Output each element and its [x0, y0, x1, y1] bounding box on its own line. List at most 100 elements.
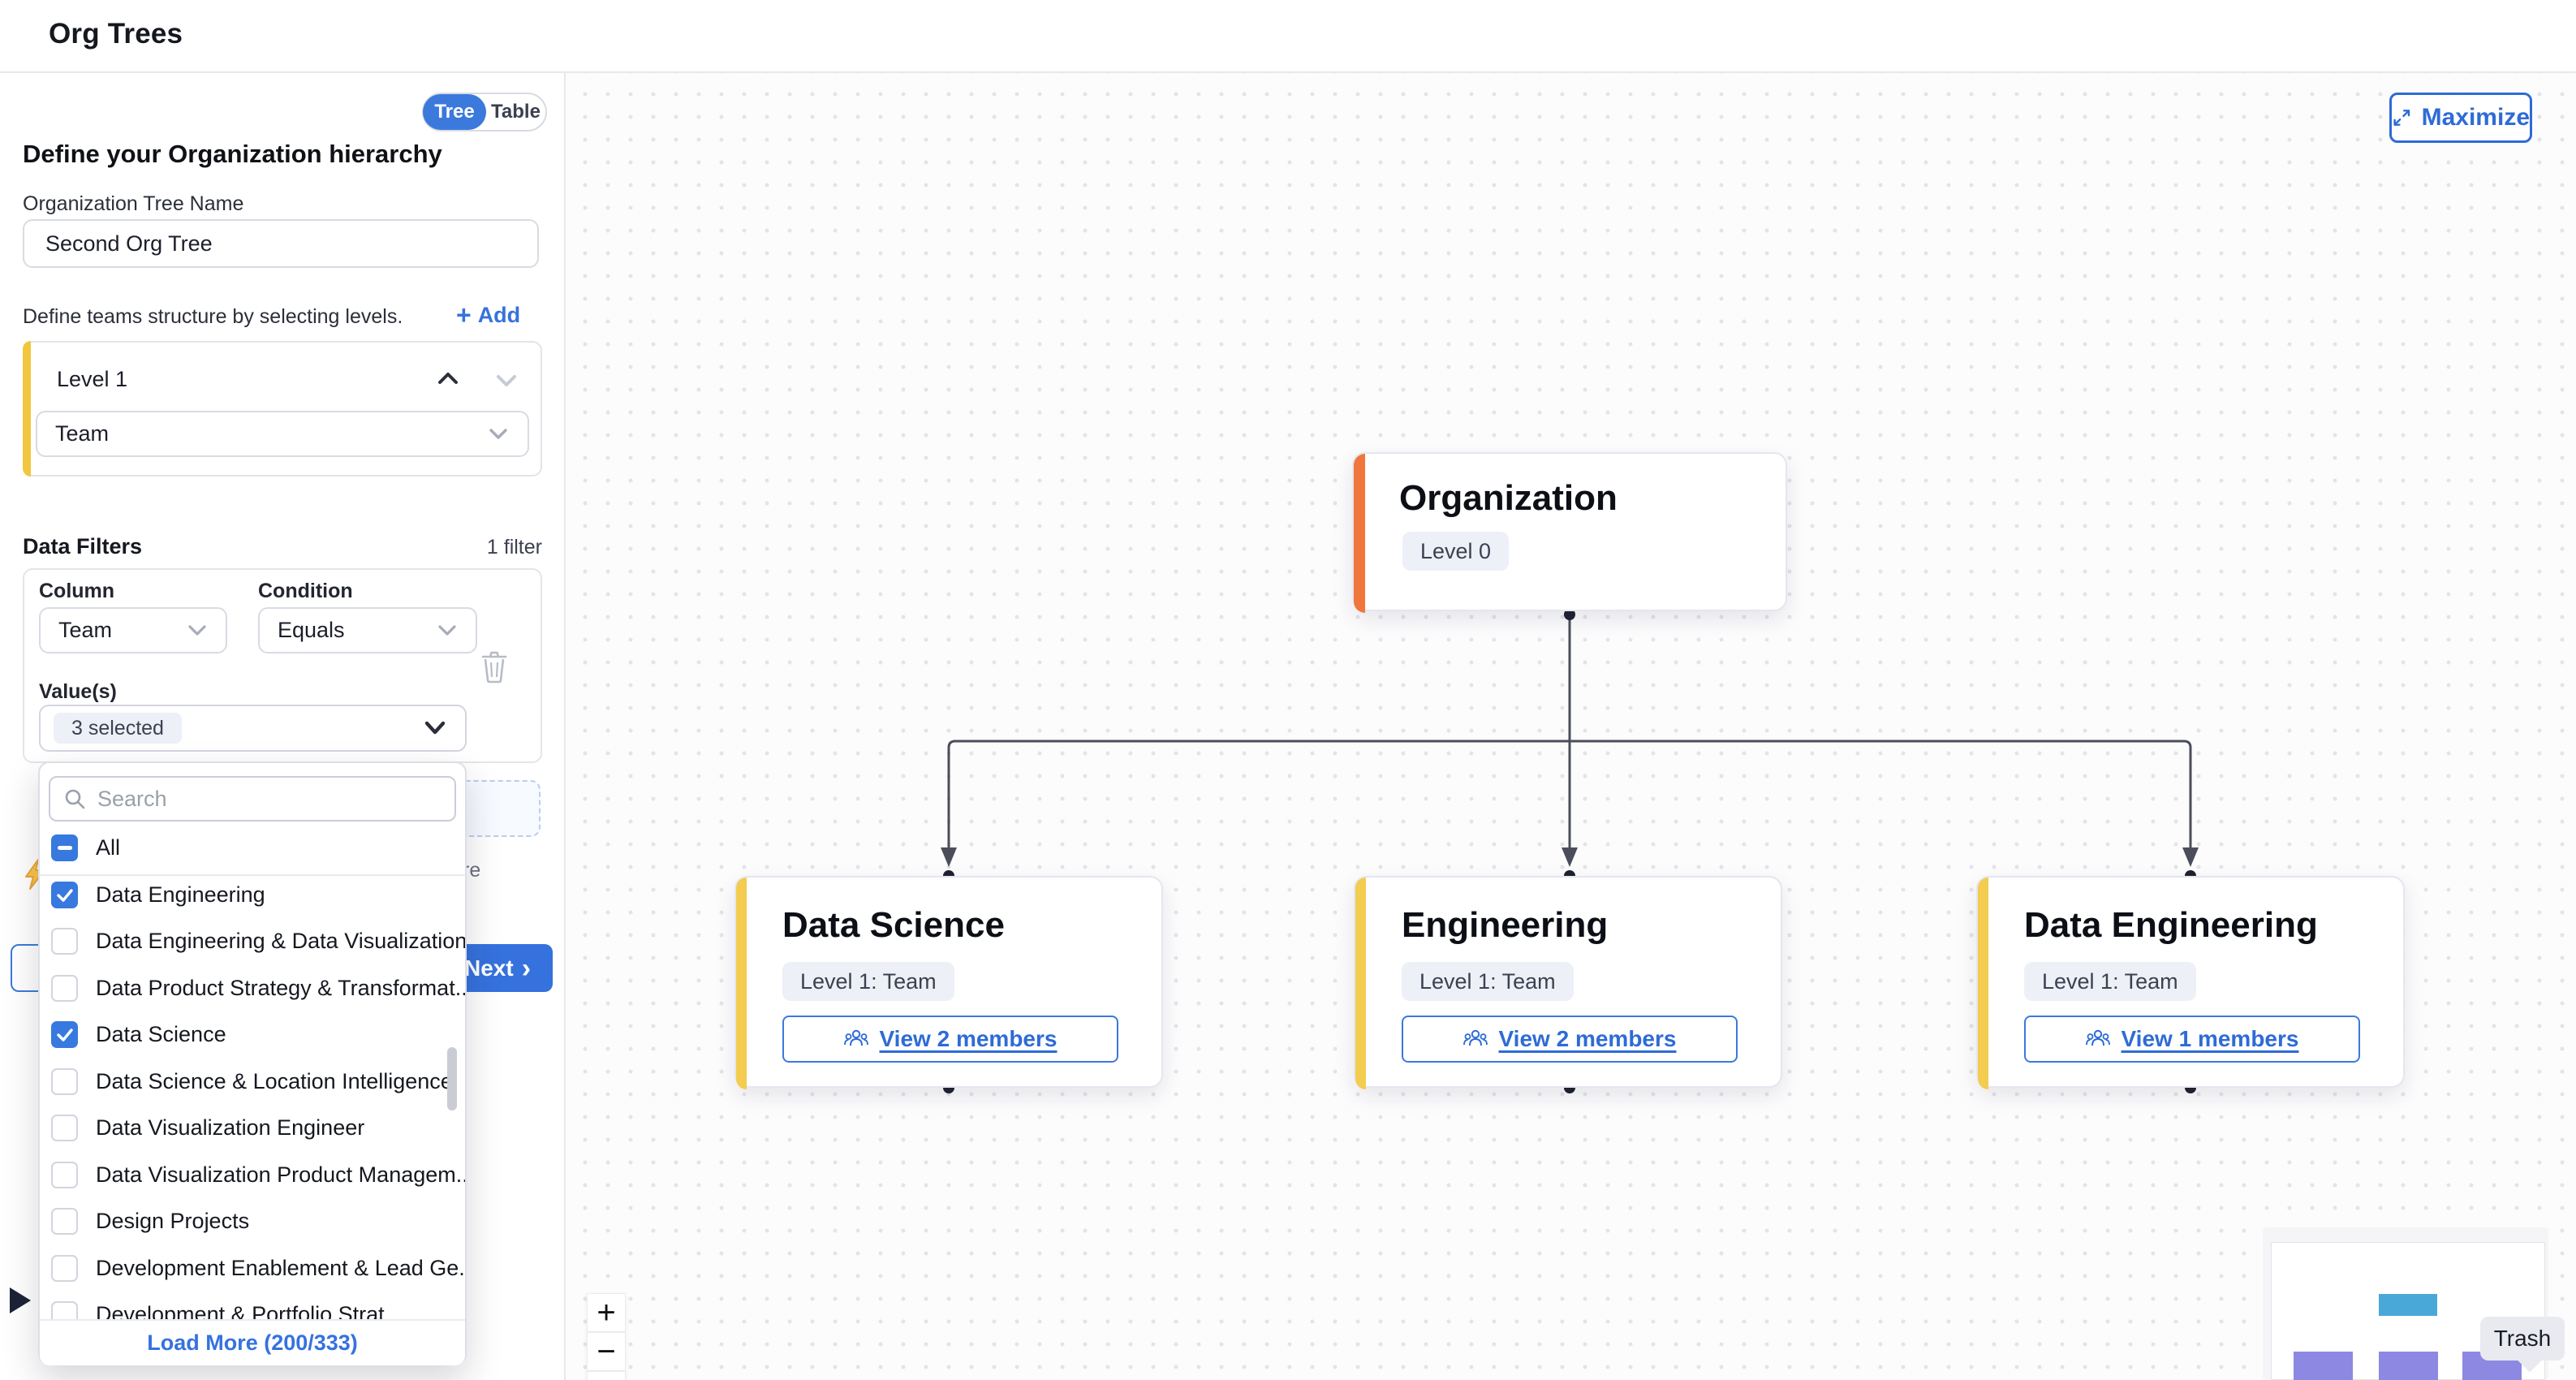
maximize-button[interactable]: Maximize	[2389, 93, 2532, 143]
load-more-label: Load More (200/333)	[147, 1330, 358, 1355]
view-members-button[interactable]: View 2 members	[1402, 1016, 1738, 1063]
dropdown-option[interactable]: Data Product Strategy & Transformat...	[51, 975, 465, 1002]
node-accent-bar	[1978, 878, 1988, 1089]
unchecked-checkbox-icon[interactable]	[51, 1301, 78, 1319]
dropdown-option[interactable]: Data Visualization Engineer	[51, 1115, 364, 1141]
delete-filter-trash-icon[interactable]	[479, 649, 510, 684]
dropdown-option[interactable]: Data Science & Location Intelligence	[51, 1068, 453, 1095]
node-title: Organization	[1399, 478, 1618, 518]
tree-edges	[941, 609, 2199, 1093]
unchecked-checkbox-icon[interactable]	[51, 928, 78, 955]
level-accent-bar	[23, 341, 31, 477]
option-label: Data Engineering & Data Visualization	[96, 929, 465, 953]
move-level-down-icon[interactable]	[493, 372, 519, 390]
page-title: Org Trees	[49, 18, 183, 50]
dropdown-option[interactable]: Data Engineering & Data Visualization	[51, 928, 465, 955]
filter-column-select[interactable]: Team	[39, 607, 227, 653]
toggle-table-option[interactable]: Table	[491, 101, 541, 123]
view-members-label: View 2 members	[879, 1026, 1058, 1051]
selected-count-chip: 3 selected	[54, 713, 182, 744]
filter-condition-value: Equals	[278, 618, 345, 642]
dropdown-option[interactable]: Development & Portfolio Strat...	[51, 1301, 403, 1319]
values-label: Value(s)	[39, 680, 117, 703]
option-label: Development & Portfolio Strat...	[96, 1302, 403, 1319]
members-icon	[843, 1029, 868, 1046]
node-title: Data Science	[782, 905, 1005, 945]
option-label: Design Projects	[96, 1209, 250, 1233]
chevron-down-icon	[424, 721, 446, 735]
org-node-data-science[interactable]: Data Science Level 1: Team View 2 member…	[734, 876, 1163, 1089]
unchecked-checkbox-icon[interactable]	[51, 1162, 78, 1188]
chevron-down-icon	[438, 624, 456, 636]
view-members-button[interactable]: View 1 members	[2024, 1016, 2360, 1063]
load-more-button[interactable]: Load More (200/333)	[40, 1319, 465, 1365]
chevron-down-icon	[188, 624, 206, 636]
checked-checkbox-icon[interactable]	[51, 1021, 78, 1048]
dropdown-option[interactable]: Design Projects	[51, 1208, 249, 1235]
unchecked-checkbox-icon[interactable]	[51, 1208, 78, 1235]
filter-condition-select[interactable]: Equals	[258, 607, 477, 653]
checked-checkbox-icon[interactable]	[51, 882, 78, 908]
node-title: Engineering	[1402, 905, 1609, 945]
members-icon	[2085, 1029, 2110, 1046]
search-placeholder: Search	[97, 786, 167, 811]
expand-icon	[2393, 110, 2410, 126]
level-type-select[interactable]: Team	[36, 411, 529, 457]
page-header: Org Trees	[0, 0, 2576, 73]
select-all-option[interactable]: All	[51, 834, 120, 861]
node-level-badge: Level 1: Team	[2024, 962, 2196, 1001]
org-node-engineering[interactable]: Engineering Level 1: Team View 2 members	[1354, 876, 1782, 1089]
view-members-label: View 1 members	[2121, 1026, 2299, 1051]
dropdown-option[interactable]: Data Science	[51, 1021, 226, 1048]
unchecked-checkbox-icon[interactable]	[51, 1068, 78, 1095]
zoom-out-button[interactable]: −	[587, 1332, 626, 1371]
org-node-root[interactable]: Organization Level 0	[1352, 452, 1787, 613]
dropdown-search-input[interactable]: Search	[49, 776, 456, 822]
column-label: Column	[39, 580, 115, 602]
members-icon	[1462, 1029, 1488, 1046]
indeterminate-checkbox-icon[interactable]	[51, 834, 78, 861]
next-chevron-icon: ›	[521, 952, 532, 984]
fit-view-button[interactable]	[587, 1371, 626, 1380]
view-members-label: View 2 members	[1498, 1026, 1677, 1051]
tree-name-input[interactable]: Second Org Tree	[23, 219, 539, 268]
option-label: Data Visualization Engineer	[96, 1115, 365, 1140]
zoom-in-button[interactable]: +	[587, 1293, 626, 1332]
org-node-data-engineering[interactable]: Data Engineering Level 1: Team View 1 me…	[1976, 876, 2405, 1089]
unchecked-checkbox-icon[interactable]	[51, 1115, 78, 1141]
values-dropdown-panel	[38, 761, 467, 1365]
unchecked-checkbox-icon[interactable]	[51, 975, 78, 1002]
option-label: Development Enablement & Lead Ge...	[96, 1256, 465, 1280]
option-label: Data Engineering	[96, 882, 265, 907]
dropdown-options-list[interactable]: Data Engineering Data Engineering & Data…	[40, 877, 465, 1319]
toggle-tree-option[interactable]: Tree	[423, 94, 486, 130]
condition-label: Condition	[258, 580, 353, 602]
node-level-badge: Level 0	[1402, 532, 1510, 571]
root-accent-bar	[1354, 454, 1365, 613]
data-filters-heading: Data Filters	[23, 534, 143, 558]
filter-count-label: 1 filter	[486, 536, 542, 558]
view-mode-toggle[interactable]: Tree Table	[422, 93, 547, 132]
org-chart-canvas[interactable]	[566, 73, 2576, 1380]
option-label: Data Product Strategy & Transformat...	[96, 976, 465, 1000]
dropdown-divider	[39, 874, 465, 876]
plus-icon: +	[456, 300, 472, 330]
level-type-value: Team	[55, 421, 110, 446]
chevron-down-icon	[489, 428, 507, 439]
dropdown-option[interactable]: Data Visualization Product Managem...	[51, 1162, 465, 1188]
add-level-button[interactable]: + Add	[456, 300, 520, 330]
unchecked-checkbox-icon[interactable]	[51, 1255, 78, 1282]
next-label: Next	[463, 955, 514, 981]
hint-text-fragment: re	[463, 859, 481, 882]
add-level-label: Add	[477, 303, 521, 327]
filter-values-select[interactable]: 3 selected	[39, 705, 467, 752]
move-level-up-icon[interactable]	[435, 369, 461, 387]
minimap-child-node	[2379, 1352, 2438, 1380]
view-members-button[interactable]: View 2 members	[782, 1016, 1118, 1063]
canvas-zoom-controls: + −	[587, 1293, 626, 1380]
dropdown-option[interactable]: Development Enablement & Lead Ge...	[51, 1255, 465, 1282]
dropdown-scrollbar-thumb[interactable]	[447, 1047, 457, 1110]
option-label: Data Visualization Product Managem...	[96, 1162, 465, 1187]
tree-name-value: Second Org Tree	[45, 231, 213, 256]
dropdown-option[interactable]: Data Engineering	[51, 882, 265, 908]
